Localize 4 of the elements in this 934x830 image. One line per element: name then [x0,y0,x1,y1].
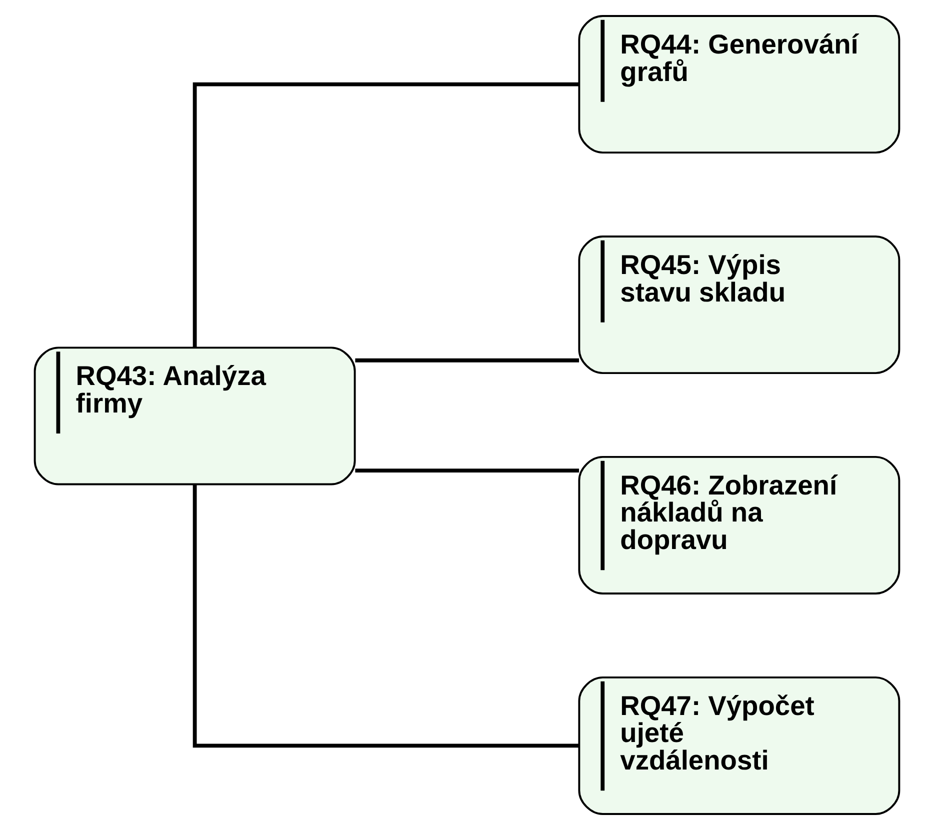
connector [192,82,579,348]
connector [192,484,579,748]
connector [355,358,580,362]
connector [355,468,580,473]
